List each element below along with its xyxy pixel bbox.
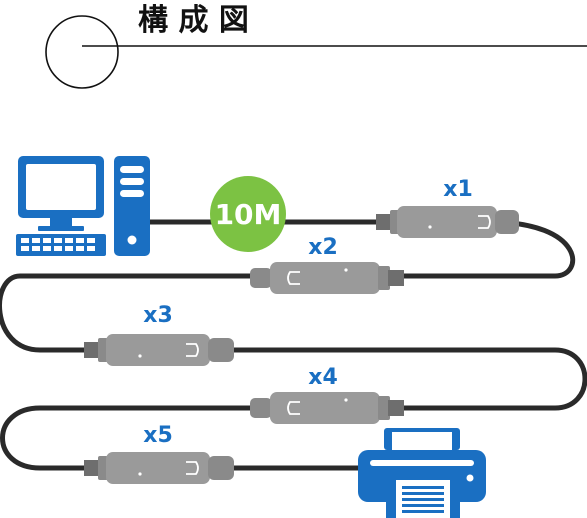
printer-icon xyxy=(358,428,486,518)
extender-x2: x2 xyxy=(250,235,404,294)
extender-label-x4: x4 xyxy=(308,365,338,390)
length-badge-text: 10M xyxy=(215,198,282,231)
header-circle xyxy=(45,15,119,89)
length-badge: 10M xyxy=(210,176,286,252)
page-title: 構 成 図 xyxy=(138,3,249,38)
extender-x3: x3 xyxy=(84,303,234,366)
extender-label-x3: x3 xyxy=(143,303,173,328)
cable-path xyxy=(0,219,587,471)
extender-x5: x5 xyxy=(84,423,234,484)
extender-label-x1: x1 xyxy=(443,177,473,202)
extender-label-x2: x2 xyxy=(308,235,338,260)
extender-label-x5: x5 xyxy=(143,423,173,448)
extender-x1: x1 xyxy=(376,177,519,238)
computer-icon xyxy=(16,156,150,256)
extender-x4: x4 xyxy=(250,365,404,424)
